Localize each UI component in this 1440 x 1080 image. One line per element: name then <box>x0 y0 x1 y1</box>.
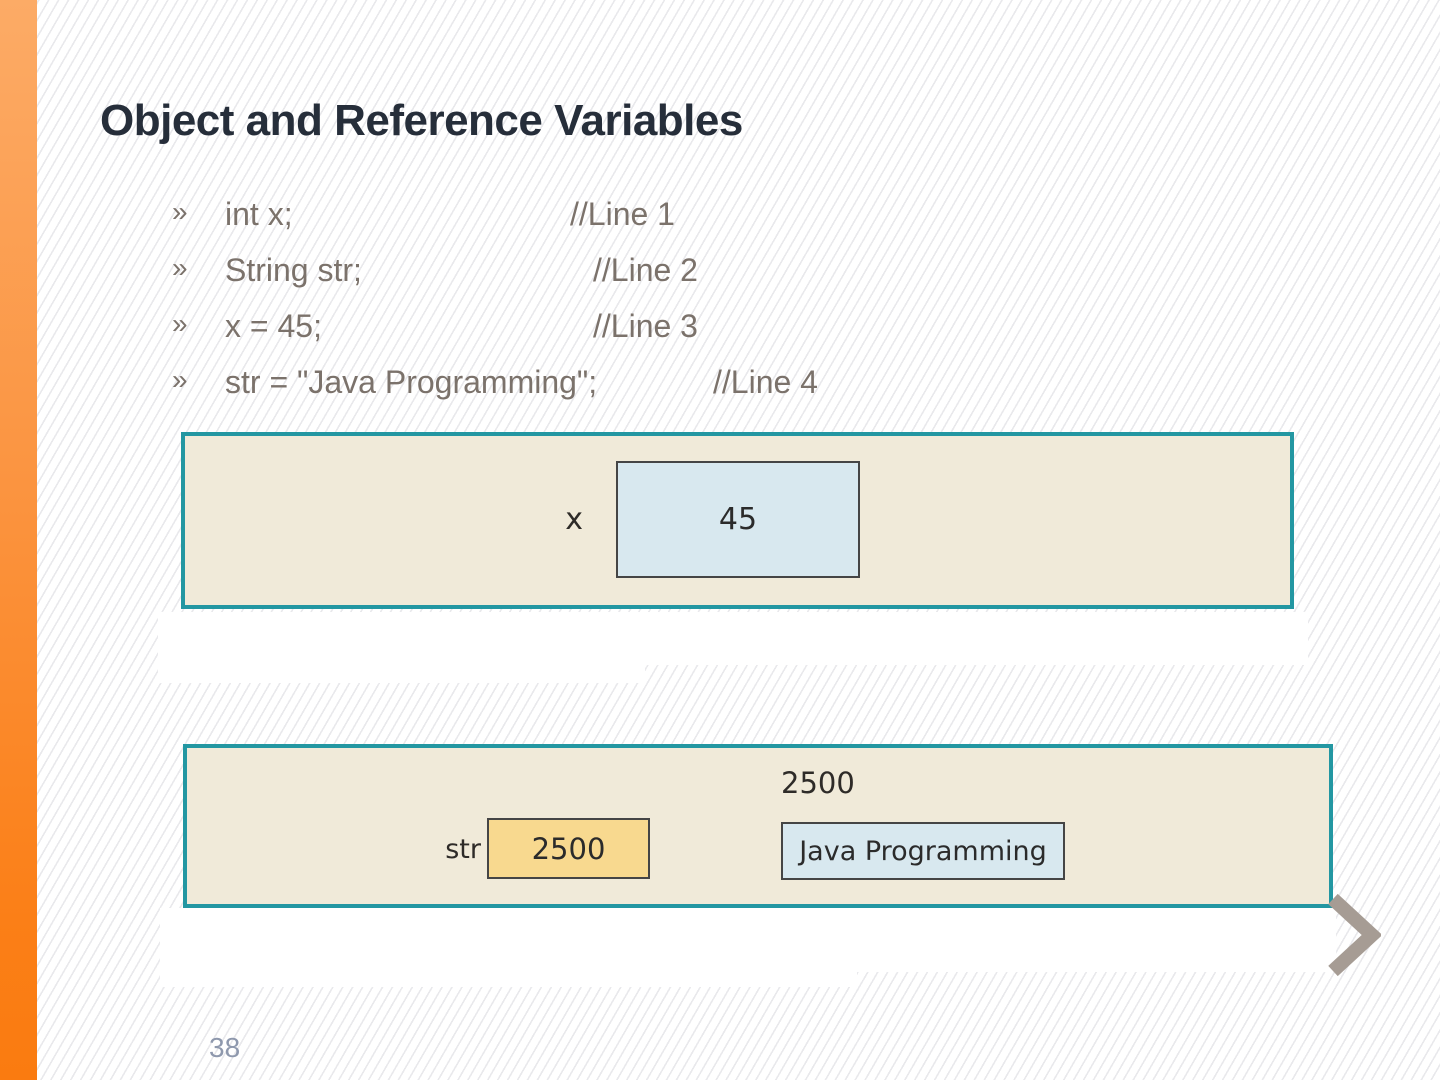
code-text: x = 45; <box>225 308 322 344</box>
reference-value-text: 2500 <box>531 831 606 866</box>
chevron-right-icon[interactable] <box>1325 893 1381 977</box>
code-text: str = "Java Programming"; <box>225 364 598 400</box>
string-object-text: Java Programming <box>799 835 1047 867</box>
comment-text: //Line 4 <box>713 364 818 400</box>
str-variable-label: str <box>445 834 481 865</box>
accent-bar <box>0 0 37 1080</box>
comment-text: //Line 3 <box>593 308 698 344</box>
string-object-box: Java Programming <box>781 822 1065 880</box>
int-value-box: 45 <box>616 461 860 578</box>
int-variable-label: x <box>565 502 583 537</box>
bullet-marker: » <box>172 252 188 283</box>
bullet-marker: » <box>172 364 188 395</box>
object-address-label: 2500 <box>781 766 855 800</box>
page-title: Object and Reference Variables <box>100 96 743 145</box>
page-number: 38 <box>209 1032 241 1063</box>
code-text: String str; <box>225 252 362 288</box>
string-reference-figure: 2500 str 2500 Java Programming <box>183 744 1333 908</box>
figure2-white-backing <box>160 908 1336 972</box>
bullet-marker: » <box>172 308 188 339</box>
int-variable-figure: x 45 <box>181 432 1294 609</box>
comment-text: //Line 1 <box>570 196 675 232</box>
bullet-line-2: » String str; //Line 2 <box>0 252 1440 300</box>
bullet-line-4: » str = "Java Programming"; //Line 4 <box>0 364 1440 412</box>
int-value-text: 45 <box>718 502 758 537</box>
figure1-white-backing <box>158 612 1308 665</box>
reference-value-box: 2500 <box>487 818 650 879</box>
code-text: int x; <box>225 196 293 232</box>
bullet-line-3: » x = 45; //Line 3 <box>0 308 1440 356</box>
comment-text: //Line 2 <box>593 252 698 288</box>
bullet-marker: » <box>172 196 188 227</box>
bullet-line-1: » int x; //Line 1 <box>0 196 1440 244</box>
